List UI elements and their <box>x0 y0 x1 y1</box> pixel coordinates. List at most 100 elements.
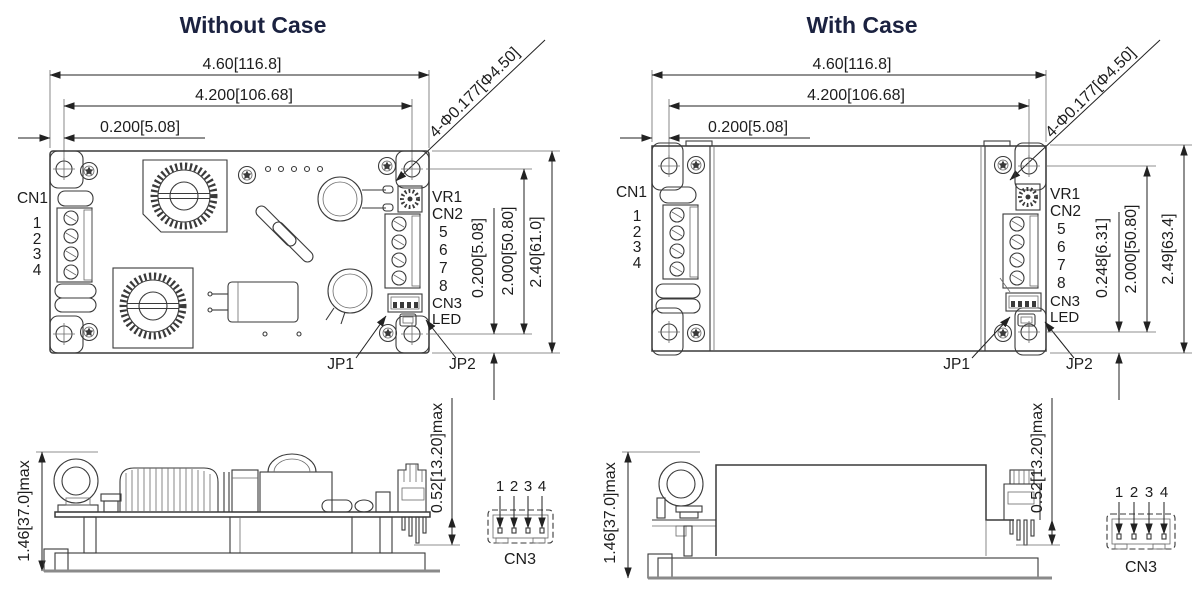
toroid-choke <box>154 166 214 226</box>
dim-hole-note: 4-Φ0.177[Φ4.50] <box>1042 44 1139 141</box>
cn2-pin-5: 5 <box>1057 221 1066 238</box>
cn3-detail-label: CN3 <box>504 551 536 568</box>
cn1-pin-2: 2 <box>633 224 642 241</box>
dim-hole-note: 4-Φ0.177[Φ4.50] <box>426 44 523 141</box>
led-label: LED <box>432 311 461 328</box>
cn2-terminal-block <box>384 213 421 289</box>
led-indicator <box>399 313 417 327</box>
dim-side-height: 1.46[37.0]max <box>16 460 33 561</box>
cn1-pin-2: 2 <box>33 231 42 248</box>
cn1-pin-1: 1 <box>633 208 642 225</box>
cn1-label: CN1 <box>616 184 647 201</box>
screw <box>237 165 257 185</box>
cn3-detail-pin-4: 4 <box>538 478 546 495</box>
mounting-hole <box>657 320 681 344</box>
cn2-terminal-block <box>1002 213 1039 289</box>
panel-without-case: Without Case 4.60[116.8] 4.200[106.68] 0… <box>16 12 560 573</box>
cn3-detail-pin-2: 2 <box>1130 484 1138 501</box>
cn1-pin-4: 4 <box>633 255 642 272</box>
cn2-pin-8: 8 <box>1057 275 1066 292</box>
screw <box>686 155 706 175</box>
cn3-label: CN3 <box>1050 293 1080 310</box>
dim-side-height: 1.46[37.0]max <box>602 462 619 563</box>
side-dimensions: 0.248[6.31] 2.000[50.80] 2.49[63.4] <box>1046 144 1192 400</box>
capacitor-bottom <box>325 268 373 325</box>
cn2-label: CN2 <box>1050 203 1081 220</box>
mounting-hole <box>400 157 424 181</box>
side-view: 1.46[37.0]max <box>16 398 460 573</box>
dim-height-offset: 0.200[5.08] <box>470 218 487 298</box>
panel-with-case: With Case 4.60[116.8] 4.200[106.68] 0.20… <box>602 12 1192 580</box>
dim-width-overall: 4.60[116.8] <box>813 56 892 73</box>
capacitor <box>270 219 316 265</box>
dim-width-offset: 0.200[5.08] <box>708 119 788 136</box>
cn1-terminal-block <box>56 207 93 283</box>
vr1-trimmer <box>397 185 423 213</box>
dim-width-holes: 4.200[106.68] <box>195 87 293 104</box>
dim-height-holes: 2.000[50.80] <box>1123 205 1140 294</box>
top-view-board <box>49 150 430 354</box>
cn2-pin-6: 6 <box>439 242 448 259</box>
panel-title: Without Case <box>180 12 327 38</box>
jp1-label: JP1 <box>327 356 354 373</box>
led-hole-dots <box>264 165 324 173</box>
cn3-connector <box>387 293 423 313</box>
dim-width-holes: 4.200[106.68] <box>807 87 905 104</box>
choke-box <box>142 159 228 233</box>
cn2-label: CN2 <box>432 206 463 223</box>
vr1-trimmer <box>1015 183 1041 211</box>
cn1-pin-4: 4 <box>33 262 42 279</box>
cn3-detail-pin-2: 2 <box>510 478 518 495</box>
cn3-label: CN3 <box>432 295 462 312</box>
cn1-label: CN1 <box>17 190 48 207</box>
cn3-detail-pin-3: 3 <box>1145 484 1153 501</box>
board-labels: CN1 1 2 3 4 VR1 CN2 5 6 7 8 CN3 LED JP1 … <box>616 184 1093 373</box>
vr1-label: VR1 <box>432 189 462 206</box>
cn2-pin-7: 7 <box>439 260 448 277</box>
cn2-pin-5: 5 <box>439 224 448 241</box>
top-view-case <box>651 140 1047 356</box>
dim-height-overall: 2.40[61.0] <box>528 216 545 287</box>
screw <box>686 323 706 343</box>
mounting-hole <box>657 154 681 178</box>
dim-height-holes: 2.000[50.80] <box>500 207 517 296</box>
side-dimensions: 0.200[5.08] 2.000[50.80] 2.40[61.0] <box>426 150 560 400</box>
trimmer-gear-icon <box>400 189 420 209</box>
capacitor <box>253 203 299 249</box>
mounting-hole <box>1017 154 1041 178</box>
cn3-detail: 1 2 3 4 CN3 <box>487 478 554 568</box>
jp1-label: JP1 <box>943 356 970 373</box>
mounting-hole <box>1017 320 1041 344</box>
cn3-detail: 1 2 3 4 CN3 <box>1106 484 1176 576</box>
cn3-detail-label: CN3 <box>1125 559 1157 576</box>
electrolytic-capacitor <box>207 281 299 323</box>
jp2-label: JP2 <box>449 356 476 373</box>
top-dimensions: 4.60[116.8] 4.200[106.68] 0.200[5.08] 4-… <box>620 39 1161 181</box>
dim-pin-depth: 0.52[13.20]max <box>1029 403 1046 513</box>
trimmer-gear-icon <box>1018 187 1038 207</box>
dim-width-overall: 4.60[116.8] <box>203 56 282 73</box>
cn1-pin-3: 3 <box>33 246 42 263</box>
fuse <box>57 190 94 207</box>
cn3-detail-pin-3: 3 <box>524 478 532 495</box>
toroid-choke <box>123 276 183 336</box>
jp2-label: JP2 <box>1066 356 1093 373</box>
mounting-hole <box>52 157 76 181</box>
screw <box>378 323 398 343</box>
fuse <box>659 186 697 204</box>
dim-height-overall: 2.49[63.4] <box>1160 213 1177 284</box>
vr1-label: VR1 <box>1050 186 1080 203</box>
dim-height-offset: 0.248[6.31] <box>1094 218 1111 298</box>
capacitor-top <box>317 176 394 222</box>
cn3-detail-pin-1: 1 <box>1115 484 1123 501</box>
cn3-detail-pin-4: 4 <box>1160 484 1168 501</box>
cn2-pin-6: 6 <box>1057 239 1066 256</box>
screw <box>993 155 1013 175</box>
cn3-detail-pin-1: 1 <box>496 478 504 495</box>
side-view: 1.46[37.0]max <box>602 398 1060 580</box>
cn2-pin-8: 8 <box>439 278 448 295</box>
panel-title: With Case <box>807 12 918 38</box>
cn1-pin-1: 1 <box>33 215 42 232</box>
